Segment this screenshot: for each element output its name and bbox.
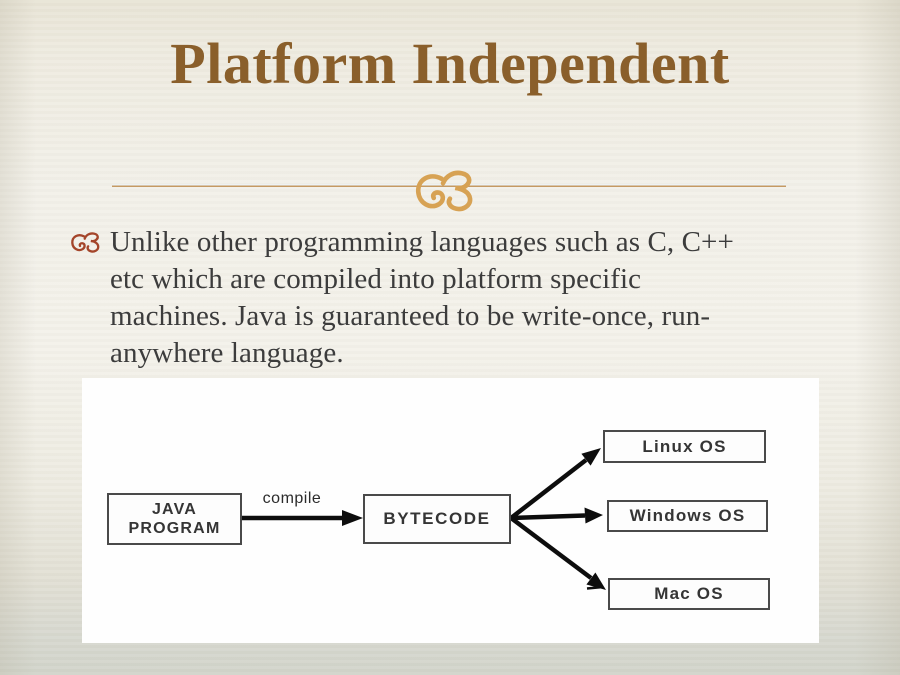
flourish-ornament-icon bbox=[414, 169, 482, 213]
diagram-node-linux-os: Linux OS bbox=[603, 430, 766, 463]
bullet-text-line: machines. Java is guaranteed to be write… bbox=[110, 300, 711, 332]
diagram-node-java-program: JAVA PROGRAM bbox=[107, 493, 242, 545]
bullet-text-line: anywhere language. bbox=[110, 337, 344, 369]
node-label: Windows OS bbox=[629, 506, 746, 525]
diagram-node-mac-os: Mac OS bbox=[608, 578, 770, 610]
bullet-text-line: Unlike other programming languages such … bbox=[110, 226, 734, 258]
divider-line bbox=[112, 184, 786, 187]
diagram-node-bytecode: BYTECODE bbox=[363, 494, 511, 544]
page-title: Platform Independent bbox=[170, 31, 730, 96]
bullet-text-line: etc which are compiled into platform spe… bbox=[110, 263, 642, 295]
edge-label-compile: compile bbox=[262, 490, 322, 507]
diagram-image: JAVA PROGRAM compile BYTECODE Linux OS W… bbox=[82, 378, 819, 643]
bullet-point: Unlike other programming languages such … bbox=[70, 224, 860, 372]
flourish-bullet-icon bbox=[70, 231, 104, 254]
node-label: JAVA bbox=[151, 501, 198, 518]
bullet-text: Unlike other programming languages such … bbox=[110, 224, 734, 372]
node-label: Mac OS bbox=[654, 584, 724, 603]
diagram-node-windows-os: Windows OS bbox=[607, 500, 768, 532]
node-label: BYTECODE bbox=[383, 509, 491, 528]
node-label: PROGRAM bbox=[128, 520, 221, 537]
title-divider bbox=[112, 169, 786, 213]
node-label: Linux OS bbox=[642, 436, 727, 456]
